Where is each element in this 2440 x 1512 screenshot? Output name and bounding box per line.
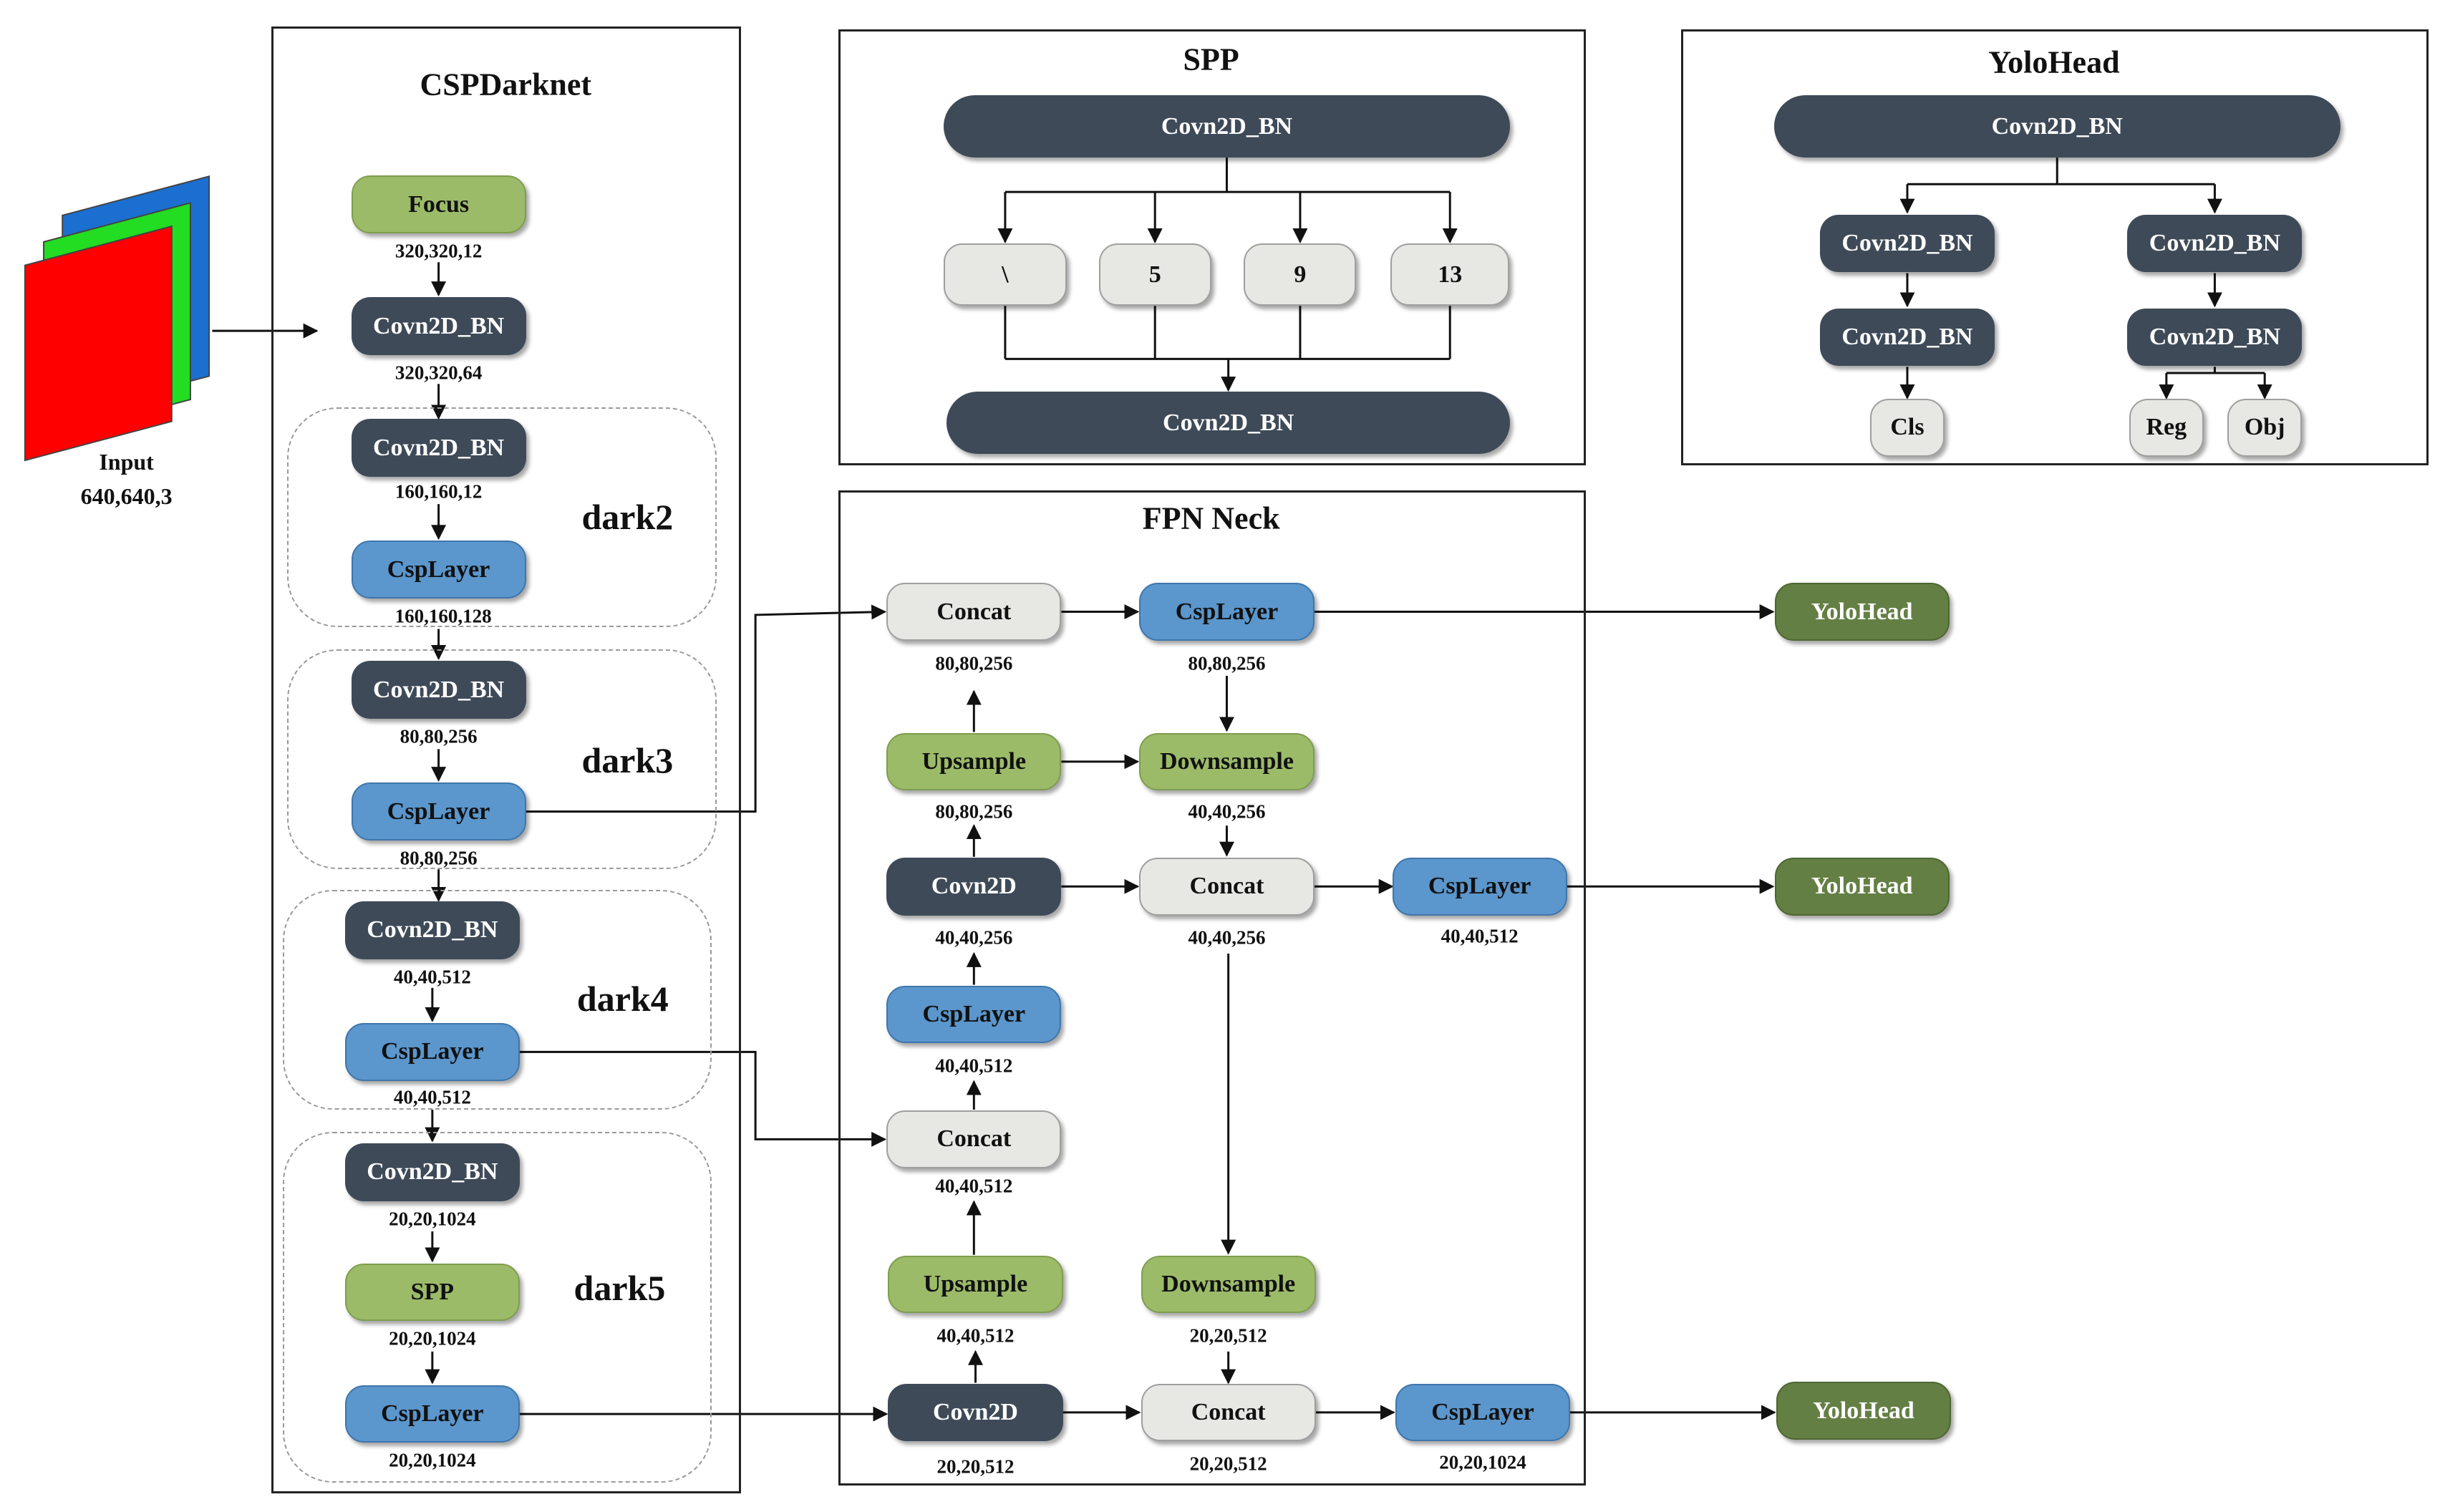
spp-top-conv-bn-node: Covn2D_BN xyxy=(943,94,1511,158)
fpn-concat-2-node: Concat xyxy=(1139,857,1315,916)
dark2-label: dark2 xyxy=(581,496,674,537)
fpn-csp-2-node: CspLayer xyxy=(1392,857,1567,916)
fpn-upsample-1-node: Upsample xyxy=(886,732,1062,791)
spp-panel xyxy=(838,29,1586,465)
fpn-neck-title: FPN Neck xyxy=(1142,500,1280,536)
spp-pool-9-node: 9 xyxy=(1244,243,1357,306)
input-red-channel xyxy=(24,225,173,462)
dim-d5-spp: 20,20,1024 xyxy=(389,1327,476,1349)
fpn-conv-2-node: Covn2D xyxy=(888,1383,1063,1442)
dim-d4-conv: 40,40,512 xyxy=(393,966,471,988)
dim-f-down1: 40,40,256 xyxy=(1188,800,1266,823)
dim-f-down2: 20,20,512 xyxy=(1189,1324,1267,1347)
dim-f-conv1: 40,40,256 xyxy=(935,926,1013,949)
dim-focus: 320,320,12 xyxy=(394,240,483,262)
yolohead-out-3-node: YoloHead xyxy=(1776,1382,1951,1440)
fpn-csp-mid-node: CspLayer xyxy=(886,985,1062,1044)
fpn-downsample-1-node: Downsample xyxy=(1139,732,1315,791)
dark3-to-fpn-concat-1-arrow xyxy=(526,604,887,813)
dim-f-concat2: 40,40,256 xyxy=(1188,926,1266,949)
input-image-icon xyxy=(24,175,210,462)
dim-f-up2: 40,40,512 xyxy=(936,1324,1015,1347)
dark4-csp-node: CspLayer xyxy=(344,1022,520,1081)
head-left-conv-bn-1-node: Covn2D_BN xyxy=(1819,214,1995,273)
fpn-concat-3-node: Concat xyxy=(1141,1383,1316,1442)
dim-f-csp3: 20,20,1024 xyxy=(1439,1451,1526,1473)
dim-f-csp-mid: 40,40,512 xyxy=(935,1055,1013,1077)
dim-f-up1: 80,80,256 xyxy=(935,800,1013,823)
dim-stem: 320,320,64 xyxy=(394,362,483,384)
dark3-csp-node: CspLayer xyxy=(351,782,526,840)
dark3-group xyxy=(287,649,717,870)
head-top-conv-bn-node: Covn2D_BN xyxy=(1773,94,2340,158)
dim-f-csp2: 40,40,512 xyxy=(1441,925,1519,947)
dark3-label: dark3 xyxy=(581,740,674,780)
head-right-conv-bn-1-node: Covn2D_BN xyxy=(2127,214,2303,273)
fpn-conv-1-node: Covn2D xyxy=(886,857,1062,916)
dark5-conv-bn-node: Covn2D_BN xyxy=(344,1143,520,1201)
dim-f-conv2: 20,20,512 xyxy=(936,1455,1015,1478)
fpn-upsample-2-node: Upsample xyxy=(888,1255,1063,1314)
dark4-to-fpn-concat-mid-arrow xyxy=(519,1050,887,1147)
dim-d3-conv: 80,80,256 xyxy=(400,725,478,747)
fpn-csp-1-node: CspLayer xyxy=(1139,583,1315,641)
dark5-label: dark5 xyxy=(573,1267,666,1308)
dark4-conv-bn-node: Covn2D_BN xyxy=(344,901,520,959)
head-cls-node: Cls xyxy=(1869,398,1945,457)
fpn-concat-1-node: Concat xyxy=(886,583,1062,641)
cspdarknet-panel xyxy=(271,26,742,1494)
fpn-concat-mid-node: Concat xyxy=(886,1110,1062,1168)
yolohead-out-2-node: YoloHead xyxy=(1774,857,1950,916)
head-obj-node: Obj xyxy=(2227,398,2303,457)
yolohead-title: YoloHead xyxy=(1988,44,2120,80)
fpn-downsample-2-node: Downsample xyxy=(1141,1255,1316,1314)
spp-bottom-conv-bn-node: Covn2D_BN xyxy=(947,392,1511,455)
dark4-label: dark4 xyxy=(576,979,669,1019)
dim-d2-csp: 160,160,128 xyxy=(394,605,492,627)
dim-f-concat3: 20,20,512 xyxy=(1189,1453,1267,1475)
spp-pool-1-node: \ xyxy=(943,243,1068,306)
yolohead-panel xyxy=(1680,29,2429,465)
dim-f-csp1: 80,80,256 xyxy=(1188,652,1266,674)
dim-d3-csp: 80,80,256 xyxy=(400,847,478,869)
dark4-group xyxy=(282,889,712,1110)
dim-f-concat-mid: 40,40,512 xyxy=(935,1175,1013,1197)
dim-d2-conv: 160,160,12 xyxy=(394,480,483,503)
dark2-group xyxy=(287,407,717,628)
dark5-group xyxy=(282,1131,712,1483)
focus-node: Focus xyxy=(351,175,526,233)
spp-title: SPP xyxy=(1183,42,1239,77)
dim-d4-csp: 40,40,512 xyxy=(393,1086,471,1108)
head-reg-node: Reg xyxy=(2129,398,2204,457)
cspdarknet-title: CSPDarknet xyxy=(420,67,592,102)
dim-d5-csp: 20,20,1024 xyxy=(389,1449,476,1471)
dark5-csp-node: CspLayer xyxy=(344,1385,520,1443)
dark2-csp-node: CspLayer xyxy=(351,541,526,599)
dark5-spp-node: SPP xyxy=(344,1263,520,1322)
head-left-conv-bn-2-node: Covn2D_BN xyxy=(1819,308,1995,367)
dim-f-concat1: 80,80,256 xyxy=(935,652,1013,674)
input-label: Input xyxy=(99,449,154,475)
dark2-conv-bn-node: Covn2D_BN xyxy=(351,419,526,477)
stem-conv-bn-node: Covn2D_BN xyxy=(351,297,526,355)
fpn-csp-3-node: CspLayer xyxy=(1395,1383,1571,1442)
spp-pool-5-node: 5 xyxy=(1098,243,1211,306)
input-shape-label: 640,640,3 xyxy=(80,483,173,510)
yolohead-out-1-node: YoloHead xyxy=(1774,583,1950,641)
dim-d5-conv: 20,20,1024 xyxy=(389,1208,476,1230)
spp-pool-13-node: 13 xyxy=(1390,243,1510,306)
dark3-conv-bn-node: Covn2D_BN xyxy=(351,661,526,719)
fpn-neck-panel xyxy=(838,490,1586,1486)
head-right-conv-bn-2-node: Covn2D_BN xyxy=(2127,308,2303,367)
